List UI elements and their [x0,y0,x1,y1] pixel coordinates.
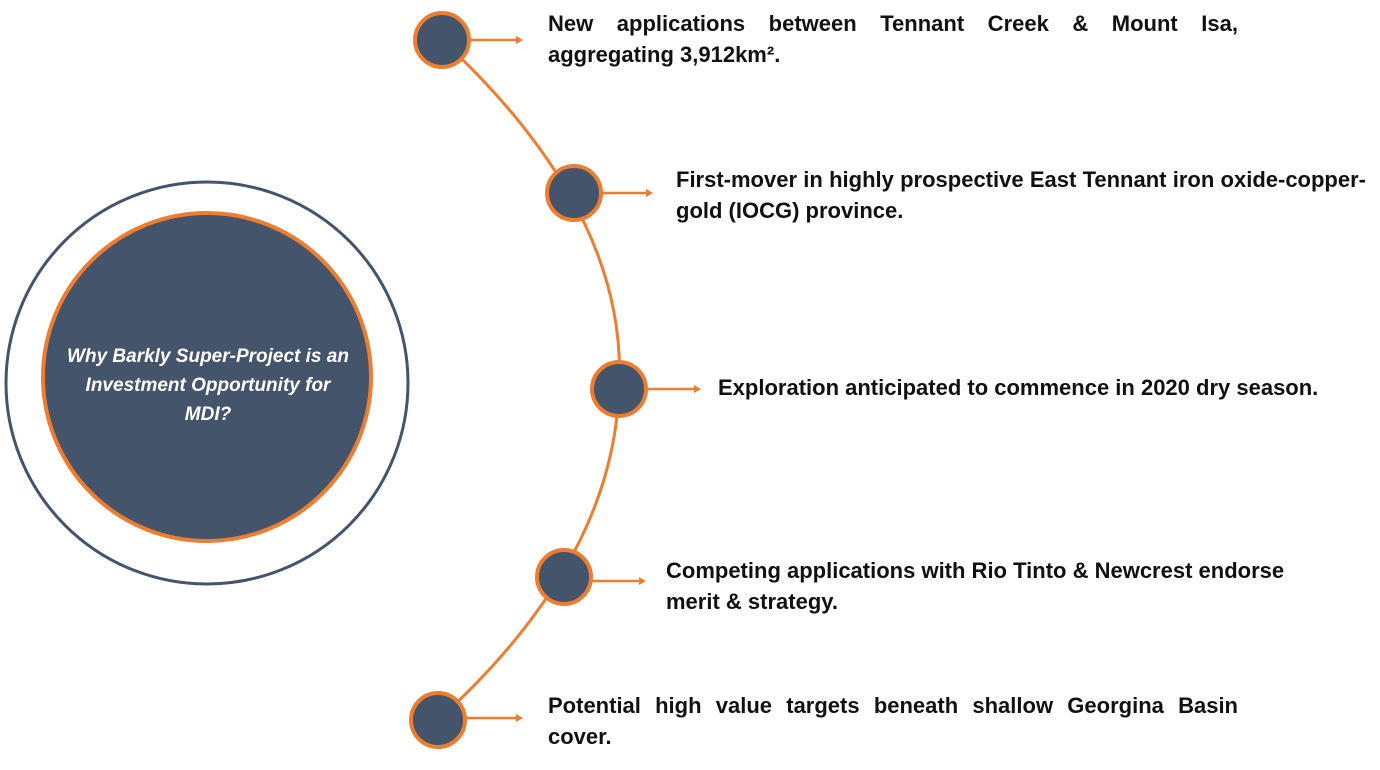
timeline-node-4 [535,548,646,606]
pointer-tip [694,385,701,393]
node-dot [545,164,603,222]
point-text-1: New applications between Tennant Creek &… [548,11,1238,67]
pointer-tip [516,36,523,44]
center-title: Why Barkly Super-Project is an Investmen… [67,346,349,425]
node-dot [413,11,471,69]
pointer-tip [639,577,646,585]
timeline-node-3 [590,360,701,418]
pointer-tip [516,714,523,722]
node-dot [590,360,648,418]
point-text-5: Potential high value targets beneath sha… [548,693,1238,749]
pointer-tip [646,189,653,197]
point-text-4: Competing applications with Rio Tinto & … [666,558,1285,614]
timeline-node-1 [413,11,523,69]
center-circle [41,211,373,543]
timeline-node-2 [545,164,653,222]
point-text-2: First-mover in highly prospective East T… [676,167,1366,223]
timeline-node-5 [409,691,523,749]
node-dot [535,548,593,606]
point-text-3: Exploration anticipated to commence in 2… [718,375,1319,400]
node-dot [409,691,467,749]
